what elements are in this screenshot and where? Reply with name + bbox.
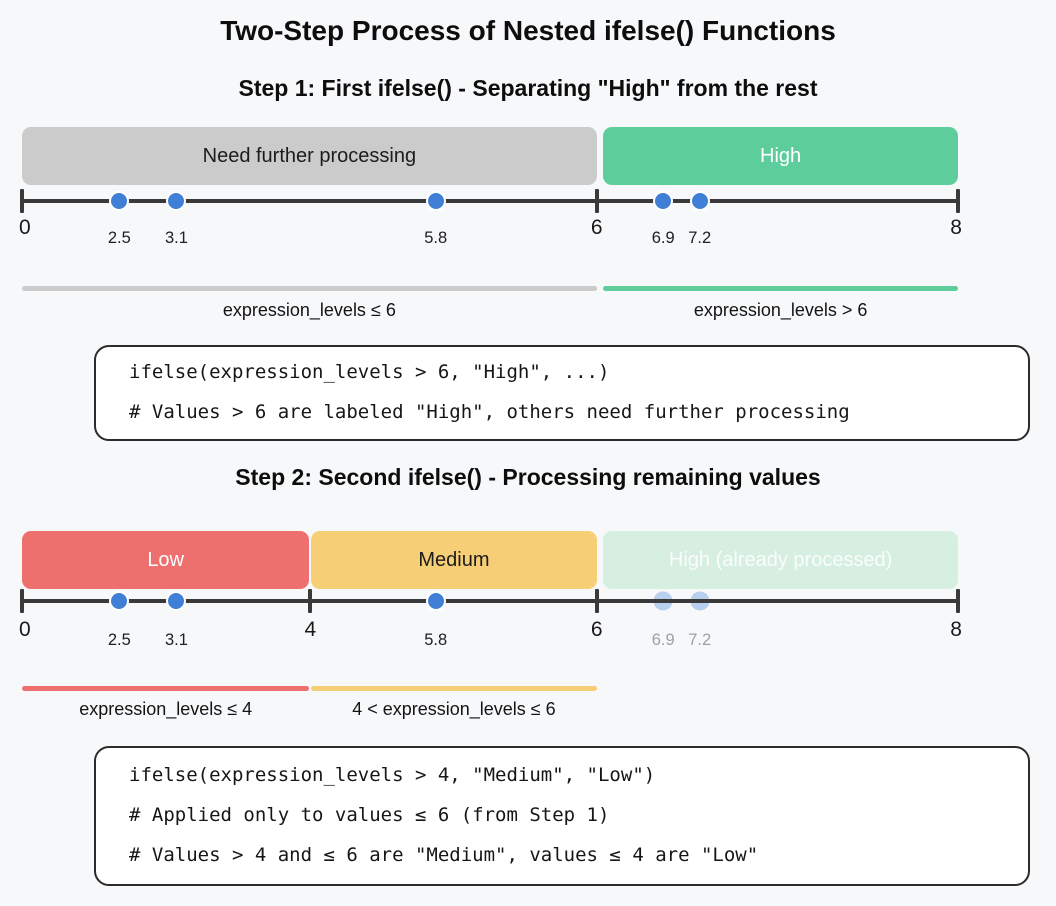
step2-segment-line-medium <box>311 686 597 691</box>
step2-code-line-2: # Applied only to values ≤ 6 (from Step … <box>129 804 610 827</box>
step1-tick-label-8: 8 <box>950 216 962 239</box>
step1-bar-need-processing-label: Need further processing <box>202 144 417 167</box>
step2-bar-medium: Medium <box>311 531 597 589</box>
step1-segment-label-high: expression_levels > 6 <box>693 300 868 320</box>
step2-point-label-7-2: 7.2 <box>688 631 712 649</box>
step2-bar-low-label: Low <box>147 548 185 571</box>
step1-point-label-2-5: 2.5 <box>107 229 131 247</box>
step2-tick-label-4: 4 <box>304 618 317 641</box>
step2-tick-6 <box>594 589 599 613</box>
step2-bar-medium-label: Medium <box>418 548 490 571</box>
step2-tick-label-8: 8 <box>950 618 962 641</box>
step2-tick-label-0: 0 <box>18 618 31 641</box>
step1-point-3-1 <box>166 191 187 211</box>
step2-segment-line-low <box>22 686 310 691</box>
step1-bar-need-processing: Need further processing <box>22 127 597 185</box>
step1-tick-label-0: 0 <box>18 216 31 239</box>
step1-point-2-5 <box>109 191 130 211</box>
step2-point-3-1 <box>166 591 187 611</box>
step1-point-label-7-2: 7.2 <box>688 229 712 247</box>
step2-bars: Low Medium High (already processed) <box>22 531 958 589</box>
step2-code-box: ifelse(expression_levels > 4, "Medium", … <box>94 746 1030 886</box>
step2-point-2-5 <box>109 591 130 611</box>
step2-tick-8 <box>956 589 960 613</box>
step2-point-label-5-8: 5.8 <box>424 631 448 649</box>
step2-point-labels: 2.5 3.1 5.8 6.9 7.2 <box>22 632 958 654</box>
step1-code-line-2: # Values > 6 are labeled "High", others … <box>129 401 850 423</box>
step1-segment-line-low <box>22 286 597 291</box>
step1-tick-8 <box>956 189 960 213</box>
step1-tick-label-6: 6 <box>590 216 603 239</box>
step2-code-line-1: ifelse(expression_levels > 4, "Medium", … <box>129 764 656 787</box>
step1-bars: Need further processing High <box>22 127 958 185</box>
step2-bar-high-processed: High (already processed) <box>603 531 958 589</box>
step2-bar-high-processed-label: High (already processed) <box>668 548 893 571</box>
step1-point-7-2 <box>689 191 710 211</box>
step2-axis-line <box>22 599 958 603</box>
step1-tick-6 <box>594 189 599 213</box>
step1-point-5-8 <box>425 191 446 211</box>
step2-number-line <box>20 589 960 613</box>
step1-bar-high-label: High <box>760 144 802 167</box>
step1-tick-labels: 0 6 8 <box>18 216 962 239</box>
step2-point-5-8 <box>425 591 446 611</box>
step1-heading: Step 1: First ifelse() - Separating "Hig… <box>238 75 818 101</box>
step1-point-label-5-8: 5.8 <box>424 229 448 247</box>
figure-title: Two-Step Process of Nested ifelse() Func… <box>220 15 836 46</box>
step2-bar-low: Low <box>22 531 310 589</box>
step2-point-label-6-9: 6.9 <box>651 631 675 649</box>
step2-tick-4 <box>308 589 313 613</box>
step1-code-box: ifelse(expression_levels > 6, "High", ..… <box>94 345 1030 441</box>
step1-code-line-1: ifelse(expression_levels > 6, "High", ..… <box>129 361 610 384</box>
step2-heading: Step 2: Second ifelse() - Processing rem… <box>235 464 821 490</box>
step1-axis-line <box>22 199 958 203</box>
step1-tick-0 <box>20 189 24 213</box>
step2-point-label-3-1: 3.1 <box>164 631 188 649</box>
step2-point-label-2-5: 2.5 <box>107 631 131 649</box>
step1-segment-line-high <box>603 286 958 291</box>
step2-segment-label-medium: 4 < expression_levels ≤ 6 <box>352 699 556 719</box>
step1-segment-label-low: expression_levels ≤ 6 <box>222 300 396 320</box>
step1-point-label-6-9: 6.9 <box>651 229 675 247</box>
step1-point-labels: 2.5 3.1 5.8 6.9 7.2 <box>22 230 958 252</box>
step2-tick-0 <box>20 589 24 613</box>
step2-code-line-3: # Values > 4 and ≤ 6 are "Medium", value… <box>129 843 759 866</box>
step1-number-line <box>20 189 960 213</box>
step1-point-6-9 <box>653 191 674 211</box>
step1-point-label-3-1: 3.1 <box>164 229 188 247</box>
step1-bar-high: High <box>603 127 958 185</box>
step2-tick-label-6: 6 <box>590 618 603 641</box>
step2-tick-labels: 0 4 6 8 <box>18 618 962 641</box>
step2-segment-label-low: expression_levels ≤ 4 <box>79 699 253 719</box>
